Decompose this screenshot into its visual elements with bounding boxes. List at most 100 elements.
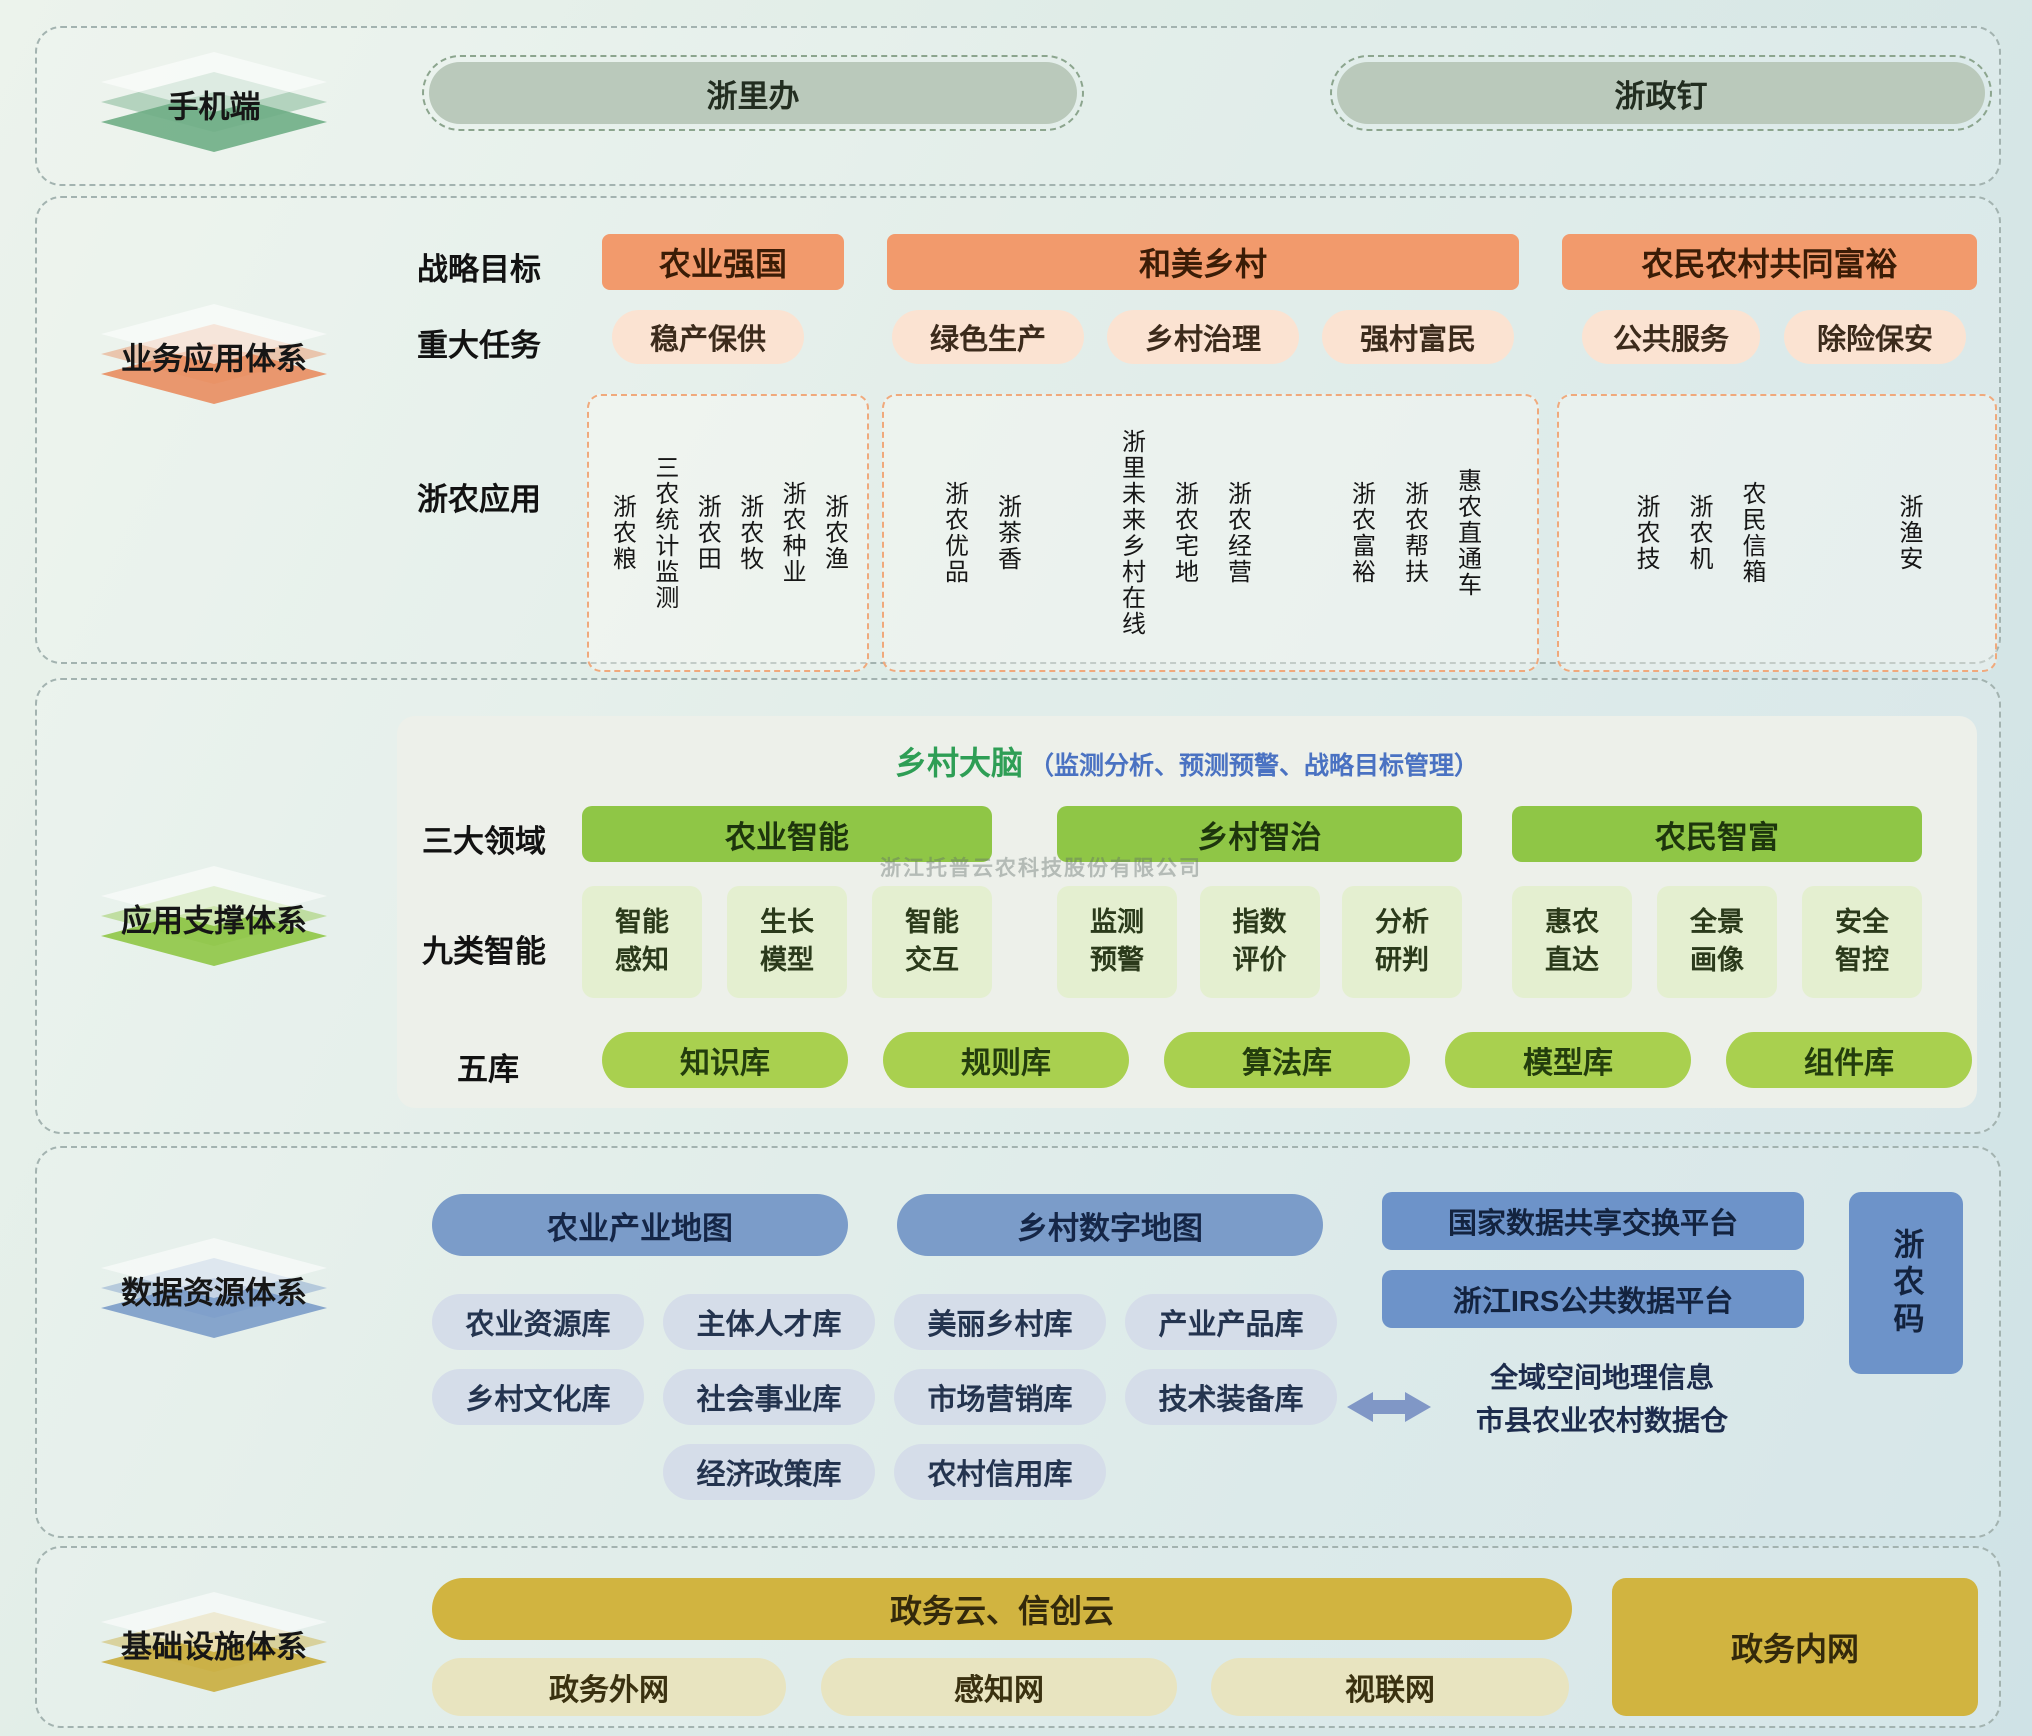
data-store-pill: 市场营销库 <box>894 1369 1106 1425</box>
vertical-app-item: 浙农种业 <box>778 481 806 585</box>
three-domains-label: 三大领域 <box>422 824 546 859</box>
intelligence-box: 全景 画像 <box>1657 886 1777 998</box>
intelligence-box: 安全 智控 <box>1802 886 1922 998</box>
intelligence-group: 监测 预警 指数 评价 分析 研判 <box>1057 886 1462 998</box>
domain-box: 乡村智治 <box>1057 806 1462 862</box>
major-task-pill: 公共服务 <box>1582 310 1760 364</box>
data-store-pill: 美丽乡村库 <box>894 1294 1106 1350</box>
intelligence-box: 惠农 直达 <box>1512 886 1632 998</box>
vertical-app-item: 惠农直通车 <box>1453 468 1481 598</box>
rural-brain-panel: 乡村大脑（监测分析、预测预警、战略目标管理） 三大领域 农业智能 乡村智治 农民… <box>397 716 1977 1108</box>
app-cluster: 浙里未来乡村在线 浙农宅地 浙农经营 <box>1114 429 1255 637</box>
layer-stack-icon <box>101 52 327 152</box>
layer-stack-icon <box>101 304 327 404</box>
rural-brain-title: 乡村大脑 <box>894 745 1023 781</box>
vertical-app-item: 浙农富裕 <box>1347 481 1375 585</box>
vertical-app-item: 农民信箱 <box>1738 481 1765 585</box>
layer-application-support: 应用支撑体系 乡村大脑（监测分析、预测预警、战略目标管理） 三大领域 农业智能 … <box>35 678 2001 1134</box>
data-store-pill: 技术装备库 <box>1125 1369 1337 1425</box>
geo-info-note: 全域空间地理信息 市县农业农村数据仓 <box>1475 1362 1728 1437</box>
data-store-pill: 社会事业库 <box>663 1369 875 1425</box>
vertical-app-item: 浙农机 <box>1685 494 1712 572</box>
network-pill: 政务外网 <box>432 1658 786 1716</box>
vertical-app-item: 浙农经营 <box>1223 481 1251 585</box>
layer-label-mobile: 手机端 <box>167 89 261 125</box>
layer-tag-mobile: 手机端 <box>89 44 339 164</box>
strategy-goal: 农业强国 <box>602 234 844 290</box>
repository-pill: 知识库 <box>602 1032 848 1088</box>
intelligence-box: 智能 交互 <box>872 886 992 998</box>
layer-mobile: 手机端 浙里办 浙政钉 <box>35 26 2001 186</box>
gov-cloud-pill: 政务云、信创云 <box>432 1578 1572 1640</box>
data-store-pill: 产业产品库 <box>1125 1294 1337 1350</box>
intelligence-box: 监测 预警 <box>1057 886 1177 998</box>
major-task-pill: 强村富民 <box>1322 310 1514 364</box>
layer-tag-support: 应用支撑体系 <box>89 858 339 978</box>
layer-tag-business: 业务应用体系 <box>89 296 339 416</box>
pill-zhezhengding: 浙政钉 <box>1330 55 1992 131</box>
zhenongma-label: 浙农码 <box>1888 1227 1924 1339</box>
layer-stack-icon <box>101 866 327 966</box>
intelligence-box: 指数 评价 <box>1199 886 1320 998</box>
zhenong-app-group-2: 浙农优品 浙茶香 浙里未来乡村在线 浙农宅地 浙农经营 浙农富裕 浙农帮扶 惠农… <box>882 394 1539 672</box>
layer-infrastructure: 基础设施体系 政务云、信创云 政务内网 政务外网 感知网 视联网 <box>35 1546 2001 1728</box>
rural-digital-map-pill: 乡村数字地图 <box>897 1194 1323 1256</box>
zhenong-app-group-1: 浙农粮 三农统计监测 浙农田 浙农牧 浙农种业 浙农渔 <box>587 394 869 672</box>
bidirectional-arrow-icon <box>1347 1392 1431 1422</box>
vertical-app-item: 浙里未来乡村在线 <box>1117 429 1145 637</box>
pill-zheliban: 浙里办 <box>422 55 1084 131</box>
repository-pill: 算法库 <box>1164 1032 1410 1088</box>
gov-intranet-box: 政务内网 <box>1612 1578 1978 1716</box>
five-repos-label: 五库 <box>457 1052 519 1087</box>
major-task-pill: 绿色生产 <box>892 310 1084 364</box>
repository-pill: 模型库 <box>1445 1032 1691 1088</box>
layer-tag-infra: 基础设施体系 <box>89 1584 339 1704</box>
layer-data-resources: 数据资源体系 农业产业地图 乡村数字地图 国家数据共享交换平台 浙江IRS公共数… <box>35 1146 2001 1538</box>
vertical-app-item: 浙渔安 <box>1895 494 1922 572</box>
company-watermark: 浙江托普云农科技股份有限公司 <box>880 857 1202 880</box>
zhenong-app-group-3: 浙农技 浙农机 农民信箱 浙渔安 <box>1557 394 1997 672</box>
intelligence-group: 智能 感知 生长 模型 智能 交互 <box>582 886 992 998</box>
data-store-pill: 农村信用库 <box>894 1444 1106 1500</box>
domain-box: 农民智富 <box>1512 806 1922 862</box>
intelligence-box: 智能 感知 <box>582 886 702 998</box>
strategy-goals-label: 战略目标 <box>417 252 541 287</box>
data-store-pill: 农业资源库 <box>432 1294 644 1350</box>
layer-tag-data: 数据资源体系 <box>89 1230 339 1350</box>
layer-label-data: 数据资源体系 <box>121 1275 307 1311</box>
repository-pill: 组件库 <box>1726 1032 1972 1088</box>
repository-row: 知识库 规则库 算法库 模型库 组件库 <box>602 1032 1972 1088</box>
vertical-app-item: 三农统计监测 <box>650 455 678 611</box>
strategy-goal: 和美乡村 <box>887 234 1519 290</box>
layer-stack-icon <box>101 1238 327 1338</box>
network-pill: 感知网 <box>821 1658 1177 1716</box>
intelligence-box: 分析 研判 <box>1342 886 1462 998</box>
vertical-app-item: 浙农牧 <box>735 494 763 572</box>
zhejiang-irs-platform-box: 浙江IRS公共数据平台 <box>1382 1270 1804 1328</box>
nine-intelligences-label: 九类智能 <box>422 934 546 969</box>
app-cluster: 浙农富裕 浙农帮扶 惠农直通车 <box>1344 468 1485 598</box>
layer-label-business: 业务应用体系 <box>121 341 307 377</box>
app-cluster: 浙农技 浙农机 农民信箱 <box>1628 481 1769 585</box>
layer-business-applications: 业务应用体系 战略目标 农业强国 和美乡村 农民农村共同富裕 重大任务 稳产保供… <box>35 196 2001 672</box>
vertical-app-item: 浙茶香 <box>993 494 1021 572</box>
layer-label-infra: 基础设施体系 <box>121 1629 307 1665</box>
vertical-app-item: 浙农粮 <box>608 494 636 572</box>
data-store-pill: 乡村文化库 <box>432 1369 644 1425</box>
major-task-pill: 稳产保供 <box>612 310 804 364</box>
layer-stack-icon <box>101 1592 327 1692</box>
app-cluster: 浙渔安 <box>1891 494 1926 572</box>
vertical-app-item: 浙农优品 <box>940 481 968 585</box>
data-store-pill: 主体人才库 <box>663 1294 875 1350</box>
vertical-app-item: 浙农田 <box>693 494 721 572</box>
rural-brain-subtitle: （监测分析、预测预警、战略目标管理） <box>1029 752 1480 780</box>
layer-label-support: 应用支撑体系 <box>121 903 307 939</box>
domain-box: 农业智能 <box>582 806 992 862</box>
app-cluster: 浙农优品 浙茶香 <box>937 481 1025 585</box>
intelligence-group: 惠农 直达 全景 画像 安全 智控 <box>1512 886 1922 998</box>
vertical-app-item: 浙农技 <box>1632 494 1659 572</box>
major-task-pill: 除险保安 <box>1784 310 1966 364</box>
major-task-pill: 乡村治理 <box>1107 310 1299 364</box>
zhenongma-box: 浙农码 <box>1849 1192 1963 1374</box>
